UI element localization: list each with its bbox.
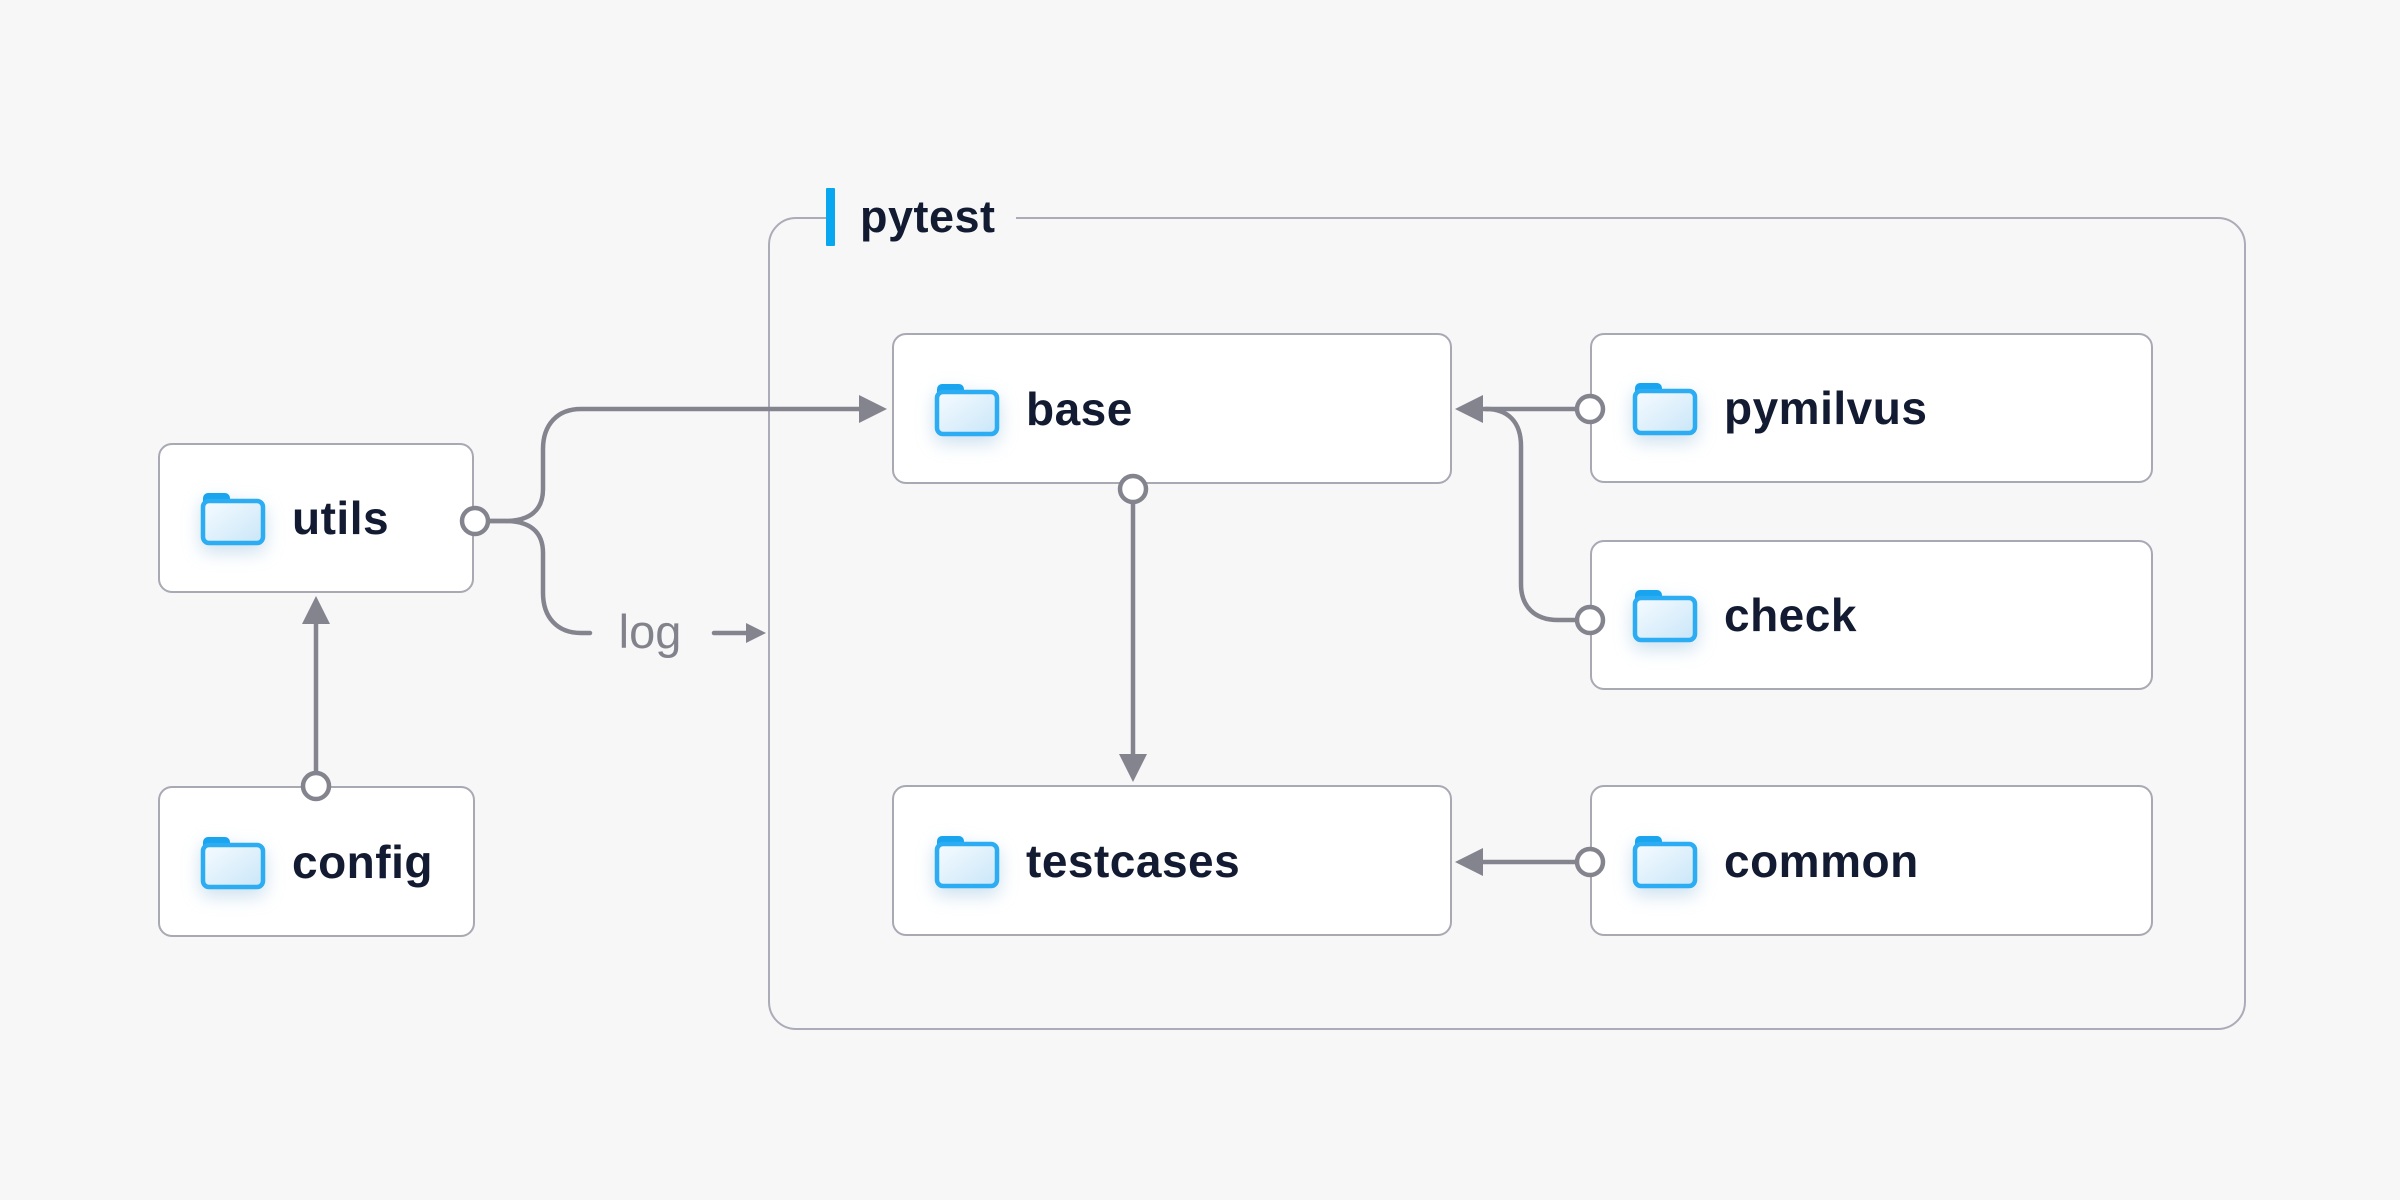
node-label: check: [1724, 589, 1857, 641]
node-base: base: [892, 333, 1452, 484]
node-pymilvus: pymilvus: [1590, 333, 2153, 483]
node-common: common: [1590, 785, 2153, 936]
folder-icon: [1632, 590, 1698, 643]
node-label: config: [292, 835, 433, 888]
node-check: check: [1590, 540, 2153, 690]
node-testcases: testcases: [892, 785, 1452, 936]
folder-icon: [934, 835, 1000, 888]
node-label: testcases: [1026, 834, 1241, 887]
folder-icon: [1632, 383, 1698, 436]
node-label: pymilvus: [1724, 382, 1928, 434]
node-utils: utils: [158, 443, 474, 593]
arrowhead-into-utils: [302, 596, 330, 624]
pytest-group-label: pytest: [826, 187, 1016, 247]
edge-label-log: log: [618, 605, 682, 658]
pytest-group-container: [768, 217, 2246, 1030]
folder-icon: [200, 493, 266, 546]
edge-utils-log: [486, 518, 593, 636]
folder-icon: [1632, 835, 1698, 888]
node-config: config: [158, 786, 475, 937]
accent-bar: [826, 188, 835, 246]
folder-icon: [934, 383, 1000, 436]
arrowhead-log: [746, 623, 766, 643]
folder-icon: [200, 836, 266, 889]
node-label: base: [1026, 382, 1133, 435]
node-label: utils: [292, 492, 390, 544]
node-label: common: [1724, 834, 1919, 887]
pytest-group-title: pytest: [860, 191, 996, 242]
